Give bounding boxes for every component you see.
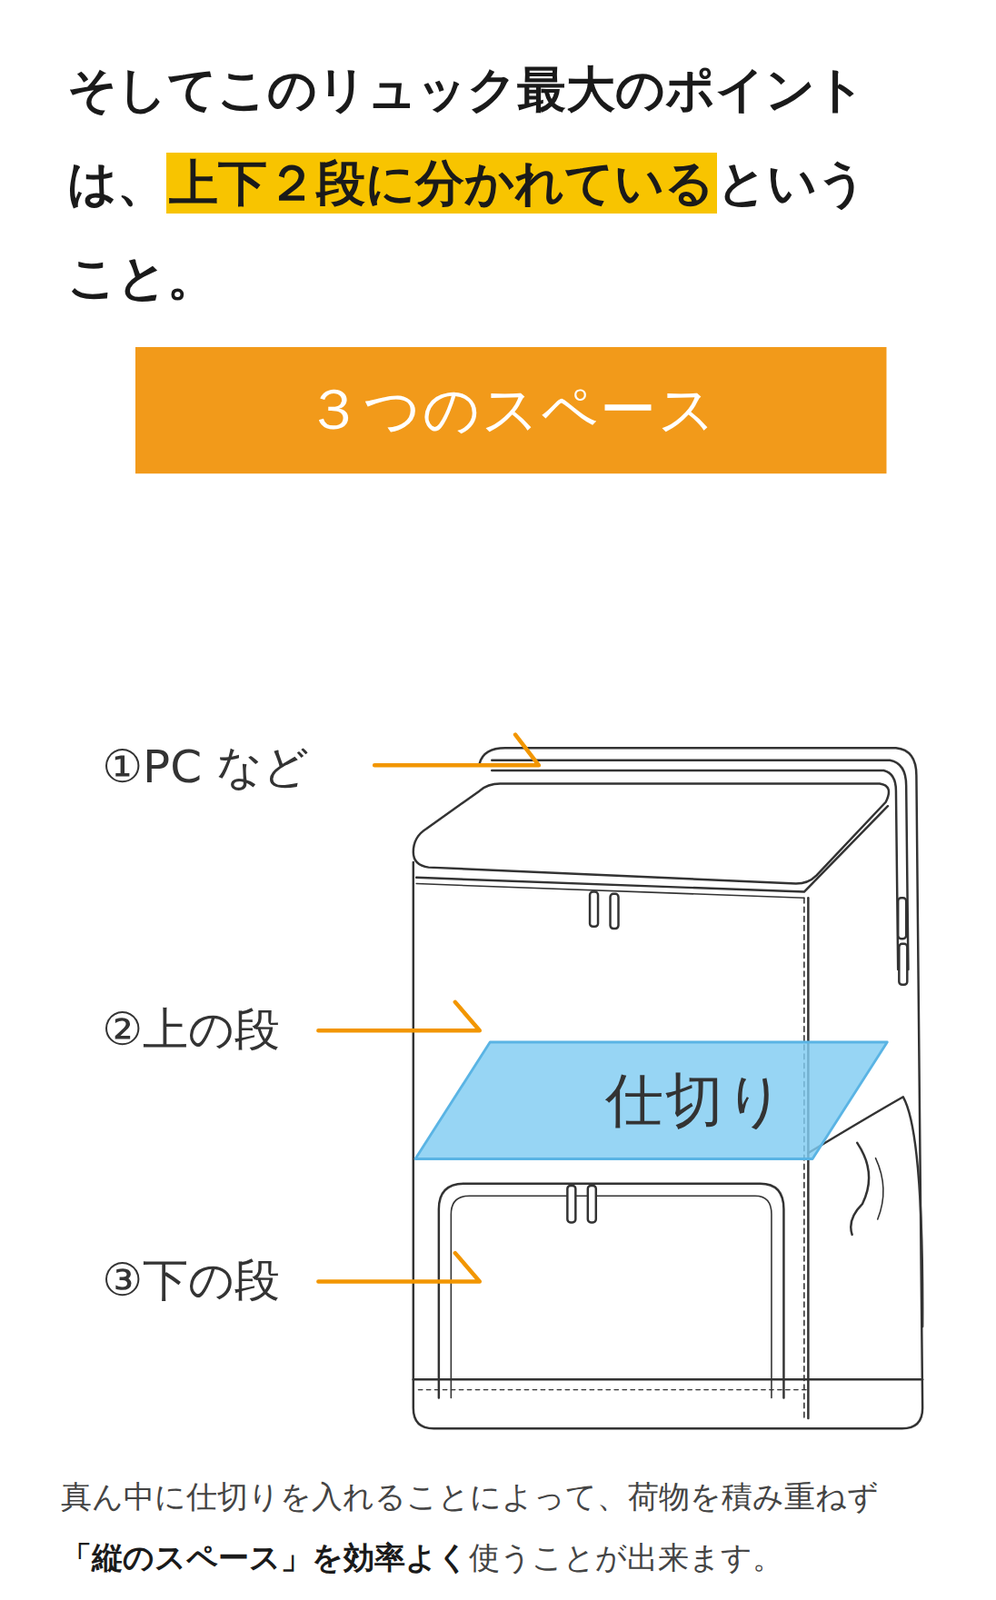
side-pocket-cord [875, 1158, 883, 1220]
lid [413, 784, 889, 885]
heading: そしてこのリュック最大のポイントは、上下２段に分かれているということ。 [67, 42, 890, 325]
lower-pocket-zipper [450, 1195, 772, 1398]
section-banner: ３つのスペース [135, 347, 887, 474]
node-label: ３つのスペース [305, 371, 718, 449]
side-pocket-cord [850, 1143, 869, 1236]
lower-pocket [438, 1184, 785, 1399]
leader-arrow [318, 1253, 479, 1282]
leader-arrow [374, 735, 539, 767]
leader-arrow [318, 1002, 479, 1031]
node-text-group: ３つのスペース [135, 347, 887, 474]
divider-band: 仕切り [413, 1040, 889, 1162]
caption: 真ん中に仕切りを入れることによって、荷物を積み重ねず「縦のスペース」を効率よく使… [60, 1466, 920, 1590]
callout-label: ①PC など [101, 739, 309, 795]
callout-label: ②上の段 [101, 1002, 280, 1057]
divider-shape [415, 1042, 887, 1160]
lid-zipper [416, 806, 888, 892]
banner-shape [135, 347, 887, 474]
callout-label: ③下の段 [101, 1253, 280, 1308]
base-strip [413, 1378, 923, 1381]
stitch-line [418, 1389, 807, 1391]
node-label: 仕切り [605, 1061, 787, 1141]
node-text-group: 仕切り [413, 1040, 889, 1162]
backpack-body [413, 747, 923, 1429]
